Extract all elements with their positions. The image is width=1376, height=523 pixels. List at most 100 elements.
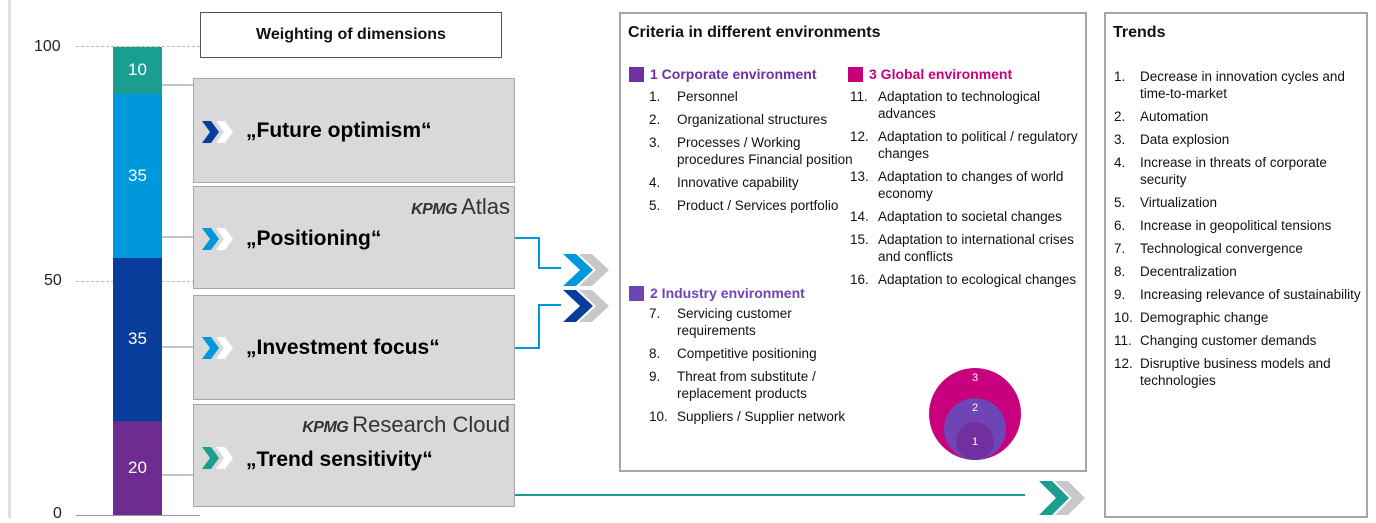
list-item-text: Adaptation to political / regulatory cha… [878,129,1078,161]
circle-label-3: 3 [972,372,978,384]
list-item: 15. Adaptation to international crises an… [850,231,1078,265]
list-item: 1.Personnel [649,88,859,105]
list-item-text: Demographic change [1140,310,1269,325]
industry-heading-label: 2 Industry environment [650,285,805,301]
left-border [8,0,11,518]
list-item: 4.Innovative capability [649,174,859,191]
axis-label-50: 50 [44,272,62,289]
chevron-right-icon [202,337,233,359]
list-item: 7. Servicing customer requirements [649,305,859,339]
list-item-text: Adaptation to changes of world economy [878,169,1064,201]
list-item-number: 5. [1114,195,1126,210]
list-item: 14.Adaptation to societal changes [850,208,1078,225]
list-item: 3. Data explosion [1114,131,1362,148]
list-item-number: 10. [649,409,668,424]
criteria-panel: Criteria in different environments 1 Cor… [619,12,1087,472]
weighting-header: Weighting of dimensions [200,12,502,58]
list-item: 9.Threat from substitute / replacement p… [649,368,859,402]
bar-segment: 10 [113,47,162,94]
double-chevron-icon [563,254,609,286]
list-item: 2. Automation [1114,108,1362,125]
bar-connectors [162,84,194,476]
list-item-text: Servicing customer requirements [677,306,792,338]
chevron-right-icon [202,228,233,250]
list-item-number: 2. [1114,109,1126,124]
double-chevron-icon [1039,481,1085,515]
list-item-number: 7. [649,306,661,321]
list-item: 8. Competitive positioning [649,345,859,362]
list-item-number: 15. [850,232,869,247]
list-item-text: Organizational structures [677,112,828,127]
list-item-number: 9. [1114,287,1126,302]
list-item-number: 7. [1114,241,1126,256]
dimension-label: „Future optimism“ [246,119,432,142]
list-item-number: 2. [649,112,661,127]
list-item: 6.Increase in geopolitical tensions [1114,217,1362,234]
nested-circles: 3 2 1 [929,368,1021,460]
industry-environment: 2 Industry environment 7. Servicing custo… [629,285,859,431]
circle-label-2: 2 [972,402,978,414]
list-item-text: Processes / Working procedures Financial… [677,135,853,167]
list-item: 11. Changing customer demands [1114,332,1362,349]
kpmg-logo-text: KPMG [411,201,458,218]
list-item-text: Virtualization [1140,195,1218,210]
list-item-number: 12. [850,129,869,144]
list-item-text: Decrease in innovation cycles and time-t… [1140,69,1345,101]
brand-text: Research Cloud [352,412,510,437]
corporate-list: 1.Personnel 2. Organizational structures 3.… [649,88,859,214]
gridline-100 [76,46,200,47]
list-item: 1.Decrease in innovation cycles and time… [1114,68,1362,102]
list-item: 8.Decentralization [1114,263,1362,280]
chevron-right-icon [202,447,233,469]
flow-connectors [515,237,1025,496]
corporate-environment: 1 Corporate environment 1.Personnel 2. Org… [629,66,859,220]
list-item-number: 11. [1114,333,1132,348]
corporate-heading: 1 Corporate environment [629,66,859,82]
list-item-text: Increase in threats of corporate securit… [1140,155,1327,187]
trends-list: 1.Decrease in innovation cycles and time… [1114,68,1362,395]
list-item: 12.Disruptive business models and techno… [1114,355,1362,389]
trends-panel: Trends 1.Decrease in innovation cycles a… [1104,12,1368,518]
dimension-label: „Investment focus“ [246,336,440,359]
list-item-text: Changing customer demands [1140,333,1317,348]
list-item-number: 12. [1114,356,1133,371]
industry-color-square [629,285,644,301]
list-item-number: 3. [1114,132,1126,147]
list-item-text: Adaptation to international crises and c… [878,232,1074,264]
list-item-text: Automation [1140,109,1209,124]
dimension-future-optimism: „Future optimism“ [193,78,515,183]
list-item: 3.Processes / Working procedures Financi… [649,134,859,168]
baseline-0 [76,515,200,516]
industry-heading: 2 Industry environment [629,285,859,301]
list-item: 11. Adaptation to technological advances [850,88,1078,122]
list-item-text: Increase in geopolitical tensions [1140,218,1332,233]
list-item-text: Increasing relevance of sustainability [1140,287,1361,302]
list-item: 5.Product / Services portfolio [649,197,859,214]
dimension-label: „Trend sensitivity“ [246,448,433,471]
list-item-text: Adaptation to technological advances [878,89,1041,121]
list-item-number: 8. [649,346,661,361]
criteria-title: Criteria in different environments [628,24,881,41]
list-item-number: 9. [649,369,661,384]
list-item-number: 13. [850,169,869,184]
corporate-heading-label: 1 Corporate environment [650,66,817,82]
brand-text: Atlas [461,194,510,219]
list-item: 16.Adaptation to ecological changes [850,271,1078,288]
list-item-text: Personnel [677,89,738,104]
axis-label-100: 100 [34,38,61,55]
corporate-color-square [629,66,644,82]
circle-corporate [956,422,994,460]
industry-list: 7. Servicing customer requirements 8. Compe… [649,305,859,425]
list-item-text: Innovative capability [677,175,799,190]
kpmg-logo-text: KPMG [302,419,349,436]
list-item-number: 11. [850,89,868,104]
list-item: 2. Organizational structures [649,111,859,128]
list-item-text: Competitive positioning [677,346,817,361]
list-item-text: Decentralization [1140,264,1237,279]
list-item-text: Data explosion [1140,132,1230,147]
